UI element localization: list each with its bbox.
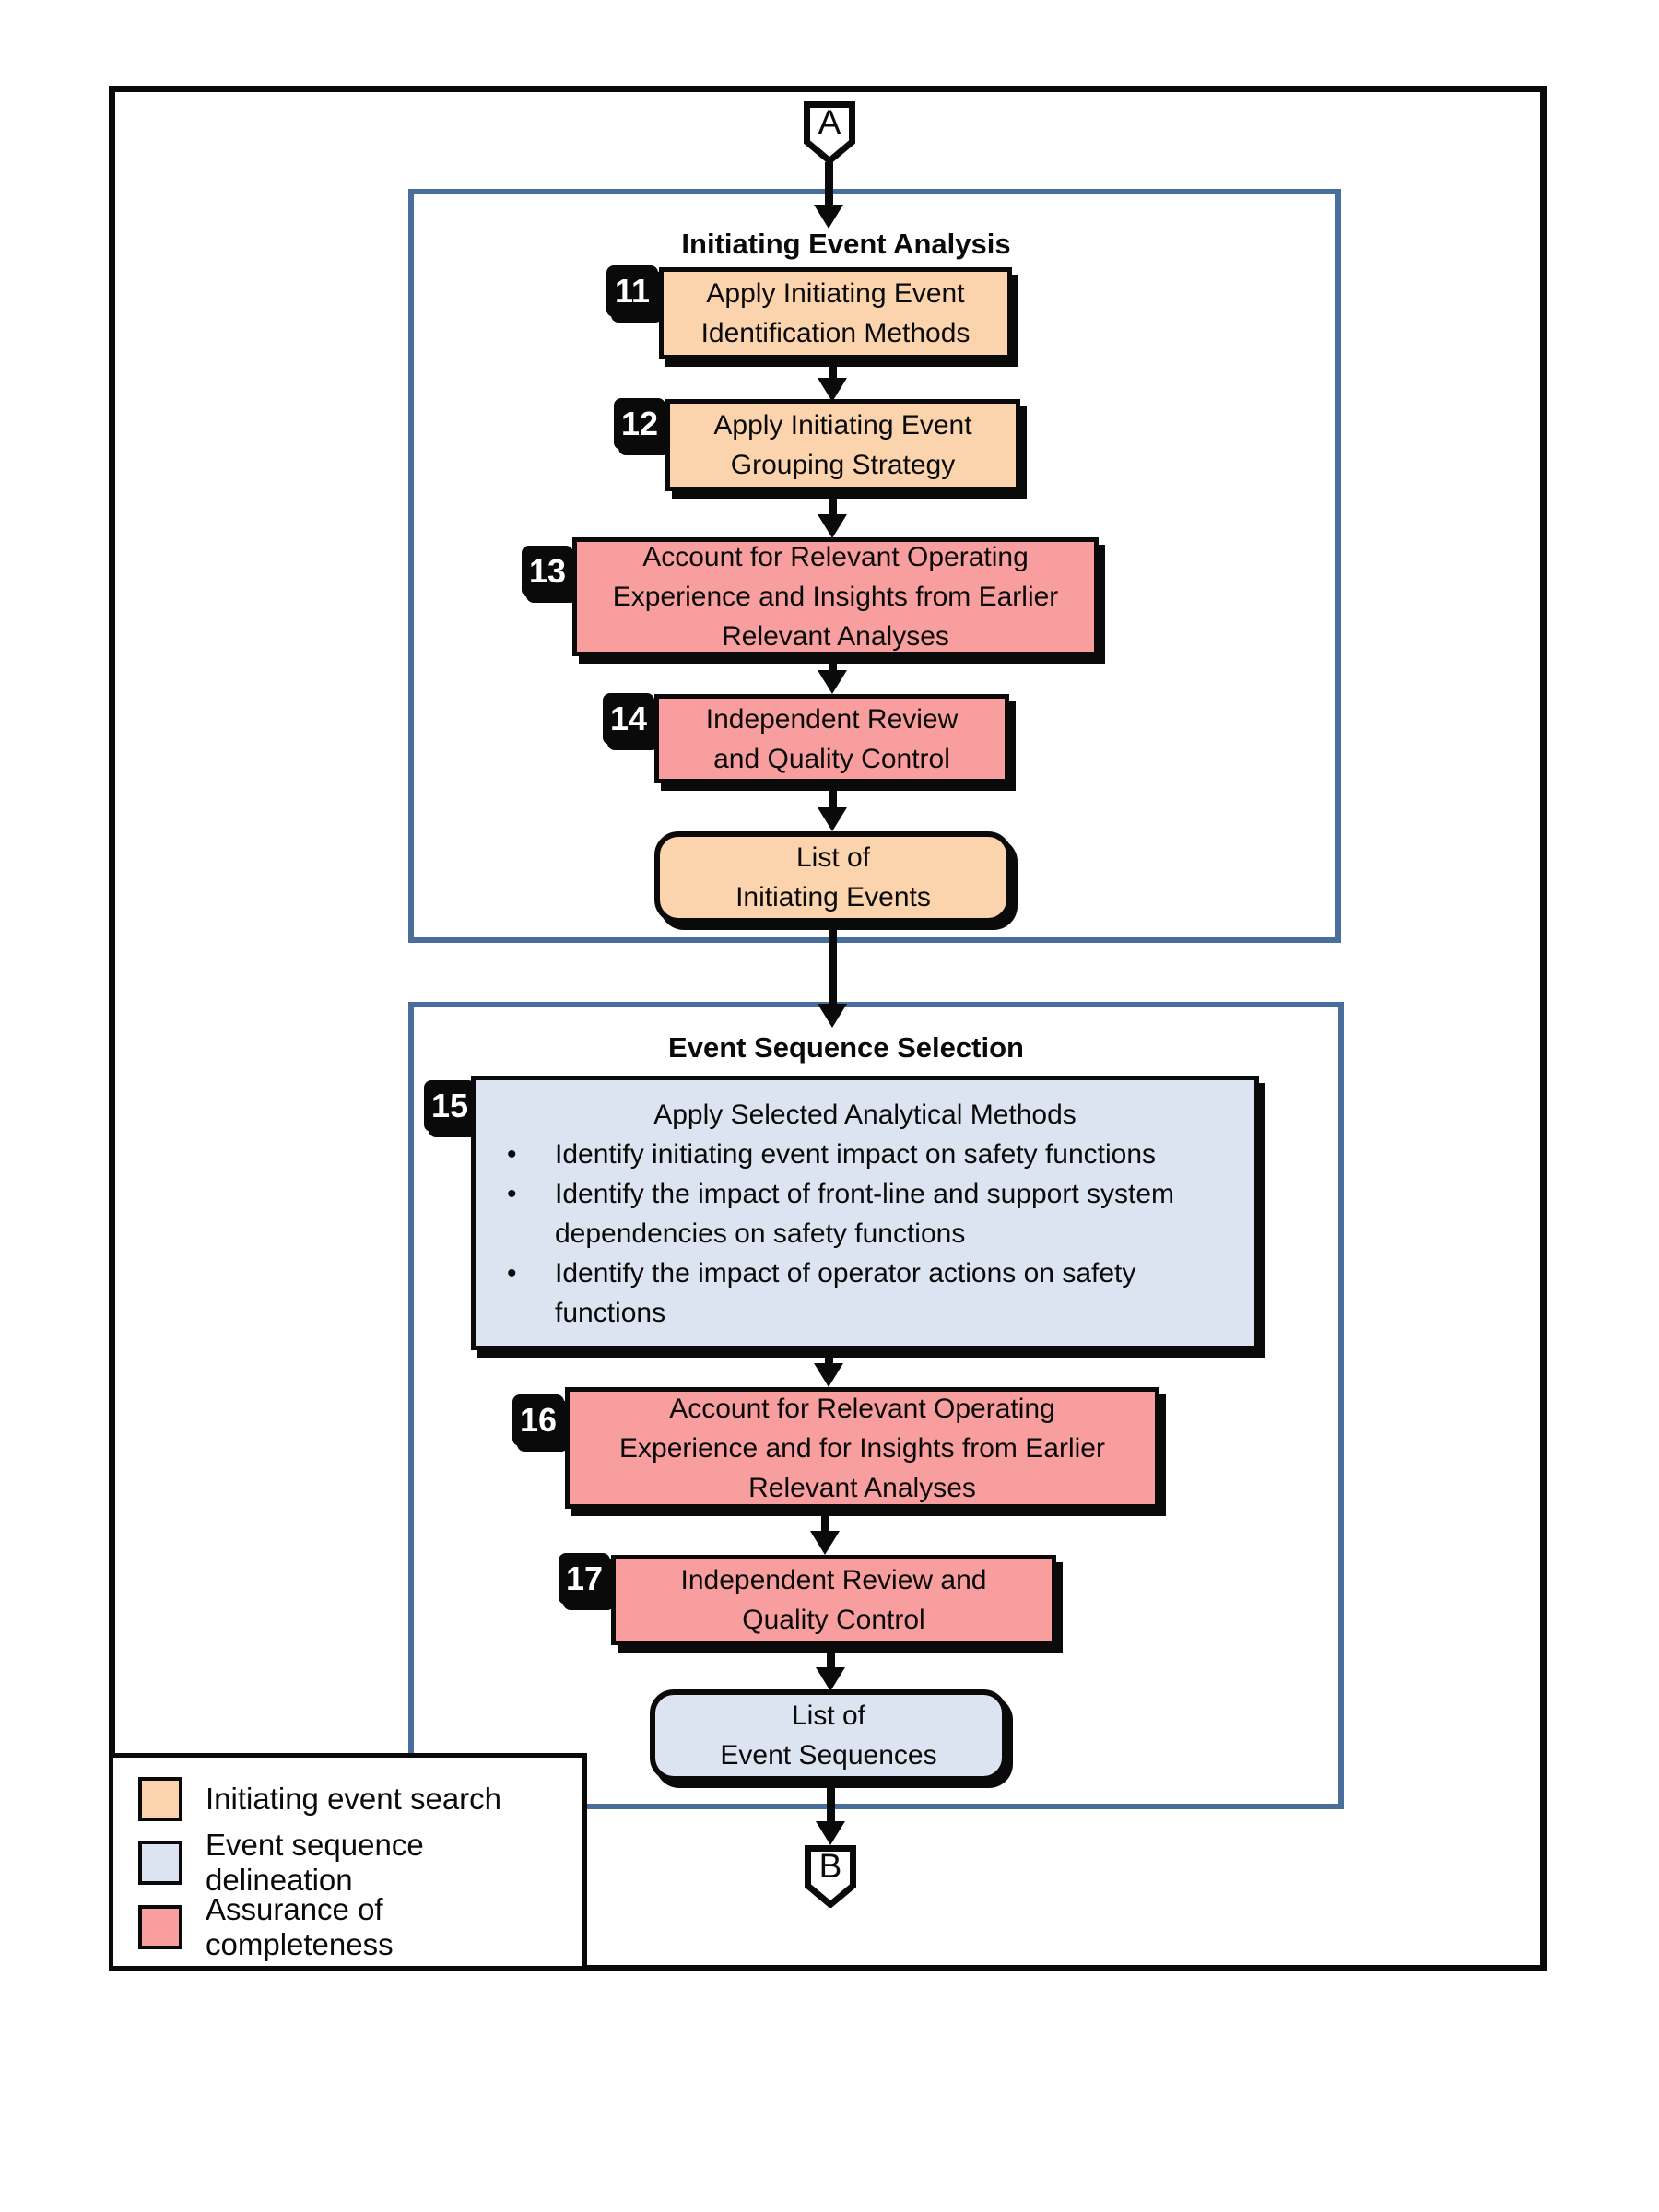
step14-line2: and Quality Control bbox=[713, 743, 950, 774]
connector-a-shape bbox=[804, 101, 855, 164]
output-list-initiating-events: List of Initiating Events bbox=[654, 831, 1012, 924]
list1-line1: List of bbox=[795, 842, 871, 873]
step17-box: Independent Review and Quality Control bbox=[611, 1555, 1056, 1645]
step16-line3: Relevant Analyses bbox=[748, 1472, 976, 1503]
list1-line2: Initiating Events bbox=[735, 882, 931, 912]
step11-line1: Apply Initiating Event bbox=[706, 278, 965, 309]
step16-box: Account for Relevant Operating Experienc… bbox=[565, 1387, 1159, 1509]
step16-line2: Experience and for Insights from Earlier bbox=[619, 1432, 1105, 1464]
step14-box: Independent Review and Quality Control bbox=[654, 694, 1009, 783]
arrow-12-13 bbox=[829, 491, 837, 515]
step13-number-badge: 13 bbox=[522, 546, 573, 597]
section-initiating-event-analysis bbox=[408, 189, 1341, 943]
step14-line1: Independent Review bbox=[705, 703, 959, 735]
arrow-list2-b bbox=[827, 1782, 835, 1822]
step15-bullet3: Identify the impact of operator actions … bbox=[555, 1258, 1136, 1328]
step15-bullet1: Identify initiating event impact on safe… bbox=[555, 1139, 1157, 1170]
arrow-a-to-section1 bbox=[825, 162, 833, 205]
step13-line2: Experience and Insights from Earlier bbox=[612, 582, 1059, 612]
connector-b-label: B bbox=[818, 1847, 842, 1885]
step11-number-badge: 11 bbox=[606, 265, 658, 317]
arrow-14-list1 bbox=[829, 783, 837, 808]
arrow-13-14 bbox=[829, 656, 837, 671]
arrow-17-list2 bbox=[827, 1645, 835, 1668]
arrowhead-17-list2 bbox=[816, 1667, 845, 1691]
legend-label-assurance-of-completeness: Assurance of completeness bbox=[206, 1892, 394, 1961]
arrowhead-a-to-section1 bbox=[814, 205, 843, 229]
section-event-sequence-selection bbox=[408, 1002, 1344, 1809]
arrowhead-12-13 bbox=[818, 514, 847, 538]
step15-bullet-row: • Identify the impact of operator action… bbox=[476, 1253, 1254, 1333]
bullet-icon: • bbox=[507, 1258, 517, 1288]
step16-line1: Account for Relevant Operating bbox=[669, 1393, 1055, 1424]
arrow-11-12 bbox=[829, 359, 837, 379]
legend-label-event-sequence-delineation: Event sequence delineation bbox=[206, 1828, 424, 1897]
arrowhead-section1-section2 bbox=[818, 1004, 847, 1028]
arrowhead-16-17 bbox=[810, 1531, 840, 1555]
legend: Initiating event search Event sequence d… bbox=[109, 1753, 587, 1971]
arrow-16-17 bbox=[821, 1509, 830, 1532]
arrowhead-list2-b bbox=[816, 1821, 845, 1845]
arrow-15-16 bbox=[825, 1350, 833, 1364]
step17-line1: Independent Review and bbox=[680, 1565, 987, 1595]
arrowhead-15-16 bbox=[814, 1363, 843, 1387]
legend-swatch-event-sequence-delineation bbox=[138, 1841, 182, 1885]
step17-line2: Quality Control bbox=[742, 1605, 925, 1635]
arrowhead-11-12 bbox=[818, 378, 847, 402]
step12-line2: Grouping Strategy bbox=[730, 450, 956, 480]
step12-box: Apply Initiating Event Grouping Strategy bbox=[665, 399, 1020, 491]
step13-line1: Account for Relevant Operating bbox=[642, 542, 1029, 572]
bullet-icon: • bbox=[507, 1179, 517, 1209]
legend-label-initiating-event-search: Initiating event search bbox=[206, 1782, 502, 1816]
arrowhead-14-list1 bbox=[818, 807, 847, 831]
section2-title: Event Sequence Selection bbox=[668, 1031, 1024, 1064]
step17-number-badge: 17 bbox=[559, 1553, 610, 1605]
section1-title: Initiating Event Analysis bbox=[681, 228, 1011, 260]
arrowhead-13-14 bbox=[818, 670, 847, 694]
legend-swatch-initiating-event-search bbox=[138, 1777, 182, 1821]
step11-box: Apply Initiating Event Identification Me… bbox=[659, 267, 1012, 359]
bullet-icon: • bbox=[507, 1139, 517, 1170]
connector-b-shape bbox=[805, 1845, 856, 1908]
list2-line1: List of bbox=[791, 1700, 866, 1731]
legend-swatch-assurance-of-completeness bbox=[138, 1905, 182, 1949]
list2-line2: Event Sequences bbox=[720, 1740, 937, 1771]
step15-bullet2: Identify the impact of front-line and su… bbox=[555, 1179, 1174, 1249]
connector-a-label: A bbox=[818, 103, 841, 141]
step13-line3: Relevant Analyses bbox=[722, 621, 949, 652]
step14-number-badge: 14 bbox=[603, 693, 654, 745]
step15-box: Apply Selected Analytical Methods • Iden… bbox=[471, 1076, 1259, 1350]
step15-heading: Apply Selected Analytical Methods bbox=[653, 1100, 1077, 1130]
outer-frame bbox=[109, 86, 1547, 1971]
arrow-section1-section2 bbox=[829, 924, 837, 1005]
step12-number-badge: 12 bbox=[614, 398, 665, 450]
step15-bullet-row: • Identify initiating event impact on sa… bbox=[476, 1135, 1254, 1174]
step16-number-badge: 16 bbox=[512, 1394, 564, 1446]
step15-bullet-row: • Identify the impact of front-line and … bbox=[476, 1174, 1254, 1253]
step11-line2: Identification Methods bbox=[700, 318, 971, 348]
step13-box: Account for Relevant Operating Experienc… bbox=[572, 537, 1099, 656]
step15-number-badge: 15 bbox=[424, 1080, 476, 1132]
step12-line1: Apply Initiating Event bbox=[713, 410, 972, 441]
output-list-event-sequences: List of Event Sequences bbox=[650, 1689, 1007, 1782]
